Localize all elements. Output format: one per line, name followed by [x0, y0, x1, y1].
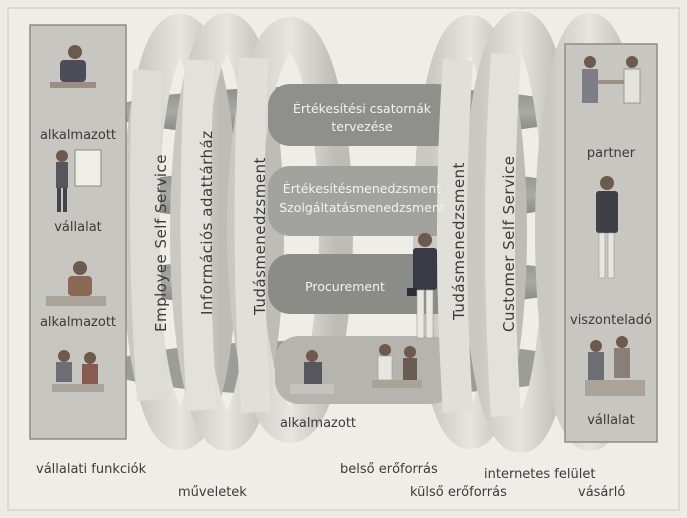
front-band-3	[268, 254, 458, 314]
bottom-label-internal-resource: belső erőforrás	[340, 462, 438, 477]
handshake-icon	[582, 56, 641, 104]
right-label-3: vállalat	[587, 413, 635, 428]
worker-icon	[46, 261, 106, 306]
ring-front-3	[234, 57, 271, 413]
bottom-label-company-functions: vállalati funkciók	[36, 462, 147, 477]
front-band-1	[268, 84, 458, 146]
presenter-icon	[56, 149, 102, 212]
right-panel: partner viszonteladó vállalat	[564, 43, 658, 443]
ring-front-2	[180, 59, 217, 412]
person-icon	[50, 45, 96, 88]
bottom-label-external-resource: külső erőforrás	[410, 485, 507, 500]
ring-label-information-warehouse: Információs adattárház	[198, 130, 216, 315]
ring-label-customer-self-service: Customer Self Service	[500, 155, 518, 332]
left-panel-box	[29, 24, 127, 440]
meeting-icon	[52, 350, 104, 392]
bottom-label-operations: műveletek	[178, 485, 247, 500]
front-band-2	[268, 166, 458, 236]
team-icon	[290, 344, 422, 394]
bottom-label-buyer: vásárló	[578, 485, 625, 500]
left-label-1: alkalmazott	[40, 128, 116, 143]
left-panel: alkalmazott vállalat alkalmazott	[29, 24, 127, 440]
band-label-2-line1: Értékesítésmenedzsment	[283, 181, 441, 196]
left-label-3: alkalmazott	[40, 315, 116, 330]
right-label-2: viszonteladó	[570, 313, 652, 328]
center-label: alkalmazott	[280, 416, 356, 431]
person-icon	[596, 176, 618, 279]
bottom-label-web-interface: internetes felület	[484, 467, 595, 482]
ring-front-4	[437, 58, 473, 413]
ring-front-1	[129, 69, 167, 402]
left-label-2: vállalat	[54, 220, 102, 235]
ring-label-knowledge-management-left: Tudásmenedzsment	[251, 157, 269, 316]
businessman-icon	[407, 233, 437, 339]
band-label-3: Procurement	[305, 279, 385, 294]
right-label-1: partner	[587, 146, 636, 161]
ring-label-employee-self-service: Employee Self Service	[152, 154, 170, 332]
office-icon	[585, 336, 645, 396]
band-label-1-line2: tervezése	[331, 119, 393, 134]
ring-front-5	[485, 52, 521, 417]
ring-label-knowledge-management-right: Tudásmenedzsment	[450, 162, 468, 321]
ring-front-strips	[129, 52, 521, 417]
band-label-1-line1: Értékesítési csatornák	[293, 101, 432, 116]
band-label-2-line2: Szolgáltatásmenedzsment	[279, 200, 445, 215]
